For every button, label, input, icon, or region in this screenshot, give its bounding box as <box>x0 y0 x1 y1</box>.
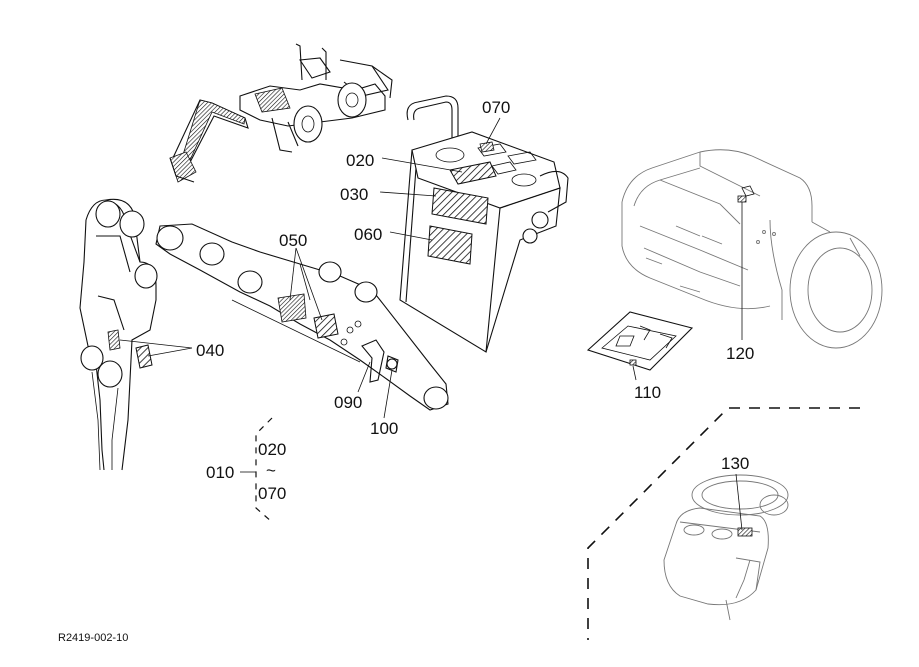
label-050: 050 <box>279 231 307 250</box>
boom-arm-assembly <box>79 198 158 471</box>
backhoe-machine-illustration <box>169 43 393 183</box>
label-020: 020 <box>346 151 374 170</box>
label-100: 100 <box>370 419 398 438</box>
label-110: 110 <box>634 383 661 402</box>
label-070: 070 <box>482 98 510 117</box>
label-030: 030 <box>340 185 368 204</box>
label-120: 120 <box>726 344 754 363</box>
range-tilde: ~ <box>266 461 276 480</box>
control-plate-illustration <box>586 311 694 371</box>
range-start-label: 020 <box>258 440 286 459</box>
tractor-hood-illustration <box>621 149 883 349</box>
label-090: 090 <box>334 393 362 412</box>
tool-box-illustration <box>399 95 569 353</box>
range-end-label: 070 <box>258 484 286 503</box>
leader-lines <box>119 117 743 531</box>
label-130: 130 <box>721 454 749 473</box>
label-040: 040 <box>196 341 224 360</box>
dipper-arm-assembly <box>155 223 449 411</box>
drawing-code: R2419-002-10 <box>58 632 128 644</box>
label-010: 010 <box>206 463 234 482</box>
label-060: 060 <box>354 225 382 244</box>
steering-panel-illustration <box>663 474 789 621</box>
inset-dashed-border <box>587 407 860 640</box>
